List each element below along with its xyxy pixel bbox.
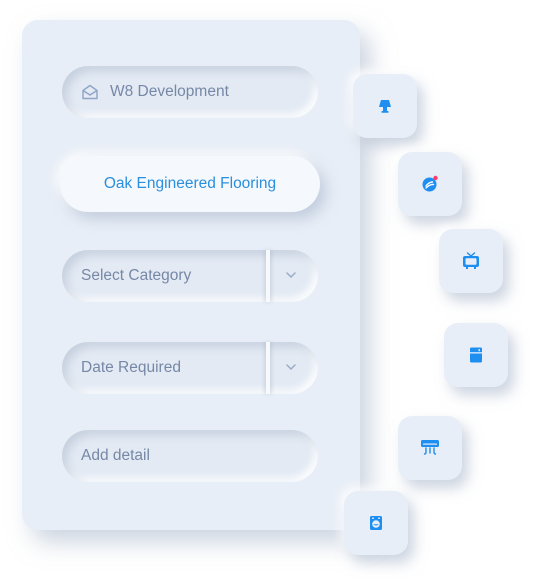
air-conditioner-icon <box>419 438 441 458</box>
tile-robot-vacuum[interactable] <box>398 152 462 216</box>
category-placeholder: Select Category <box>81 267 192 284</box>
select-divider <box>266 342 270 394</box>
chevron-down-icon[interactable] <box>284 360 298 374</box>
tile-lamp[interactable] <box>353 74 417 138</box>
envelope-icon <box>81 83 99 101</box>
lamp-icon <box>376 97 394 115</box>
selected-option-label: Oak Engineered Flooring <box>103 175 277 192</box>
washing-machine-icon <box>367 514 385 532</box>
select-divider <box>266 250 270 302</box>
tile-tv[interactable] <box>439 229 503 293</box>
refrigerator-icon <box>467 346 485 364</box>
tv-icon <box>461 251 481 271</box>
tile-air-conditioner[interactable] <box>398 416 462 480</box>
category-select[interactable]: Select Category <box>62 250 318 302</box>
tile-washing-machine[interactable] <box>344 491 408 555</box>
date-select[interactable]: Date Required <box>62 342 318 394</box>
company-value: W8 Development <box>110 83 229 100</box>
chevron-down-icon[interactable] <box>284 268 298 282</box>
company-field[interactable]: W8 Development <box>62 66 318 118</box>
selected-option-button[interactable]: Oak Engineered Flooring <box>60 156 320 212</box>
robot-vacuum-icon <box>420 174 440 194</box>
detail-input[interactable]: Add detail <box>62 430 318 482</box>
tile-refrigerator[interactable] <box>444 323 508 387</box>
detail-placeholder: Add detail <box>81 447 150 464</box>
date-placeholder: Date Required <box>81 359 181 376</box>
